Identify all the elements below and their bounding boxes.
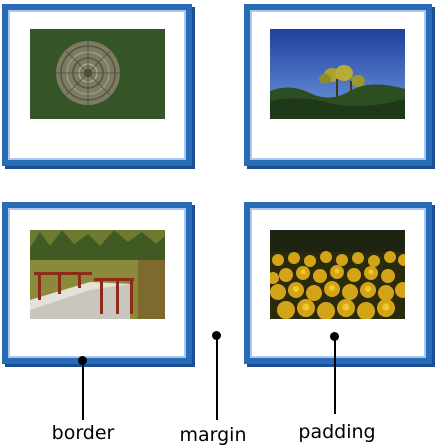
margin-label: margin <box>179 424 247 446</box>
tree-rings-photo <box>30 29 165 119</box>
padding-pointer-line <box>334 336 336 414</box>
padding-label: padding <box>298 421 376 443</box>
sky-trees-photo <box>270 29 405 119</box>
bridge-photo <box>30 230 165 319</box>
border-label: border <box>51 422 115 444</box>
margin-pointer-line <box>216 335 218 420</box>
border-pointer-line <box>82 360 84 420</box>
marigold-flowers-photo <box>270 230 405 319</box>
